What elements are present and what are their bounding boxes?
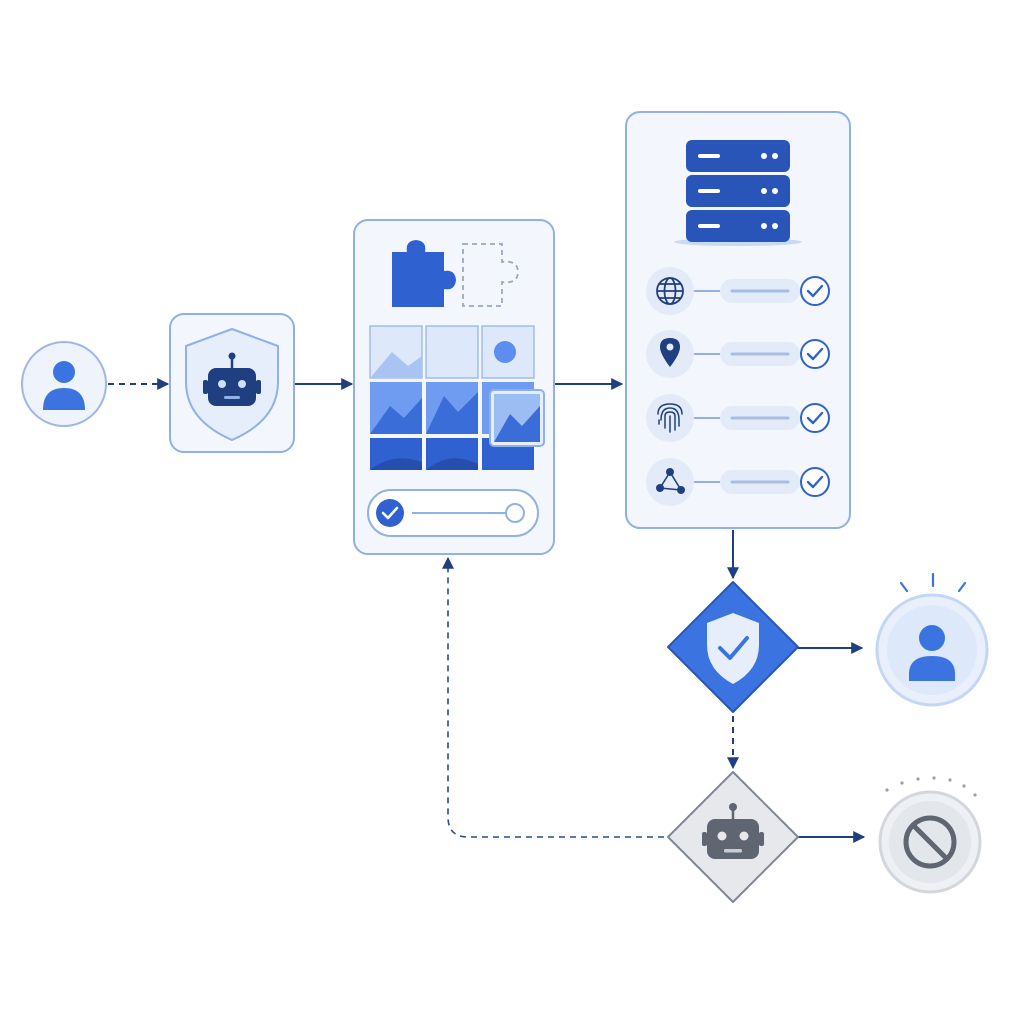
check-circle-icon bbox=[800, 403, 830, 433]
globe-icon bbox=[656, 277, 684, 305]
highlight-rays bbox=[899, 572, 967, 593]
network-graph-icon bbox=[656, 468, 685, 494]
bot-decision-node bbox=[667, 771, 799, 903]
user-icon bbox=[43, 361, 85, 410]
shield-robot-icon bbox=[185, 327, 279, 442]
block-icon bbox=[903, 815, 957, 869]
robot-icon bbox=[702, 803, 764, 859]
user-icon bbox=[909, 625, 955, 681]
dotted-halo bbox=[885, 776, 977, 797]
access-blocked-node bbox=[878, 776, 982, 894]
image-grid-icon bbox=[369, 325, 545, 470]
edge-bot-retry-to-captcha bbox=[442, 556, 664, 838]
check-circle-icon bbox=[800, 339, 830, 369]
user-start-node bbox=[21, 341, 107, 427]
check-row-location bbox=[646, 330, 830, 378]
verify-slider bbox=[367, 489, 539, 537]
check-circle-icon bbox=[800, 276, 830, 306]
server-stack-icon bbox=[674, 140, 802, 246]
captcha-challenge-card bbox=[353, 219, 555, 555]
puzzle-piece-icon bbox=[392, 240, 456, 307]
verified-decision-node bbox=[667, 581, 799, 713]
location-pin-icon bbox=[660, 338, 680, 367]
user-granted-node bbox=[875, 572, 989, 707]
fingerprint-icon bbox=[657, 403, 683, 433]
check-circle-icon bbox=[800, 467, 830, 497]
check-circle-icon bbox=[376, 499, 404, 527]
check-row-ip bbox=[646, 267, 830, 315]
verification-server-card bbox=[625, 111, 851, 529]
check-row-network bbox=[646, 458, 830, 506]
puzzle-slot-icon bbox=[462, 243, 519, 307]
edges bbox=[108, 378, 866, 843]
shield-check-icon bbox=[707, 613, 759, 684]
check-row-fingerprint bbox=[646, 394, 830, 442]
bot-detection-shield-node bbox=[169, 313, 295, 453]
